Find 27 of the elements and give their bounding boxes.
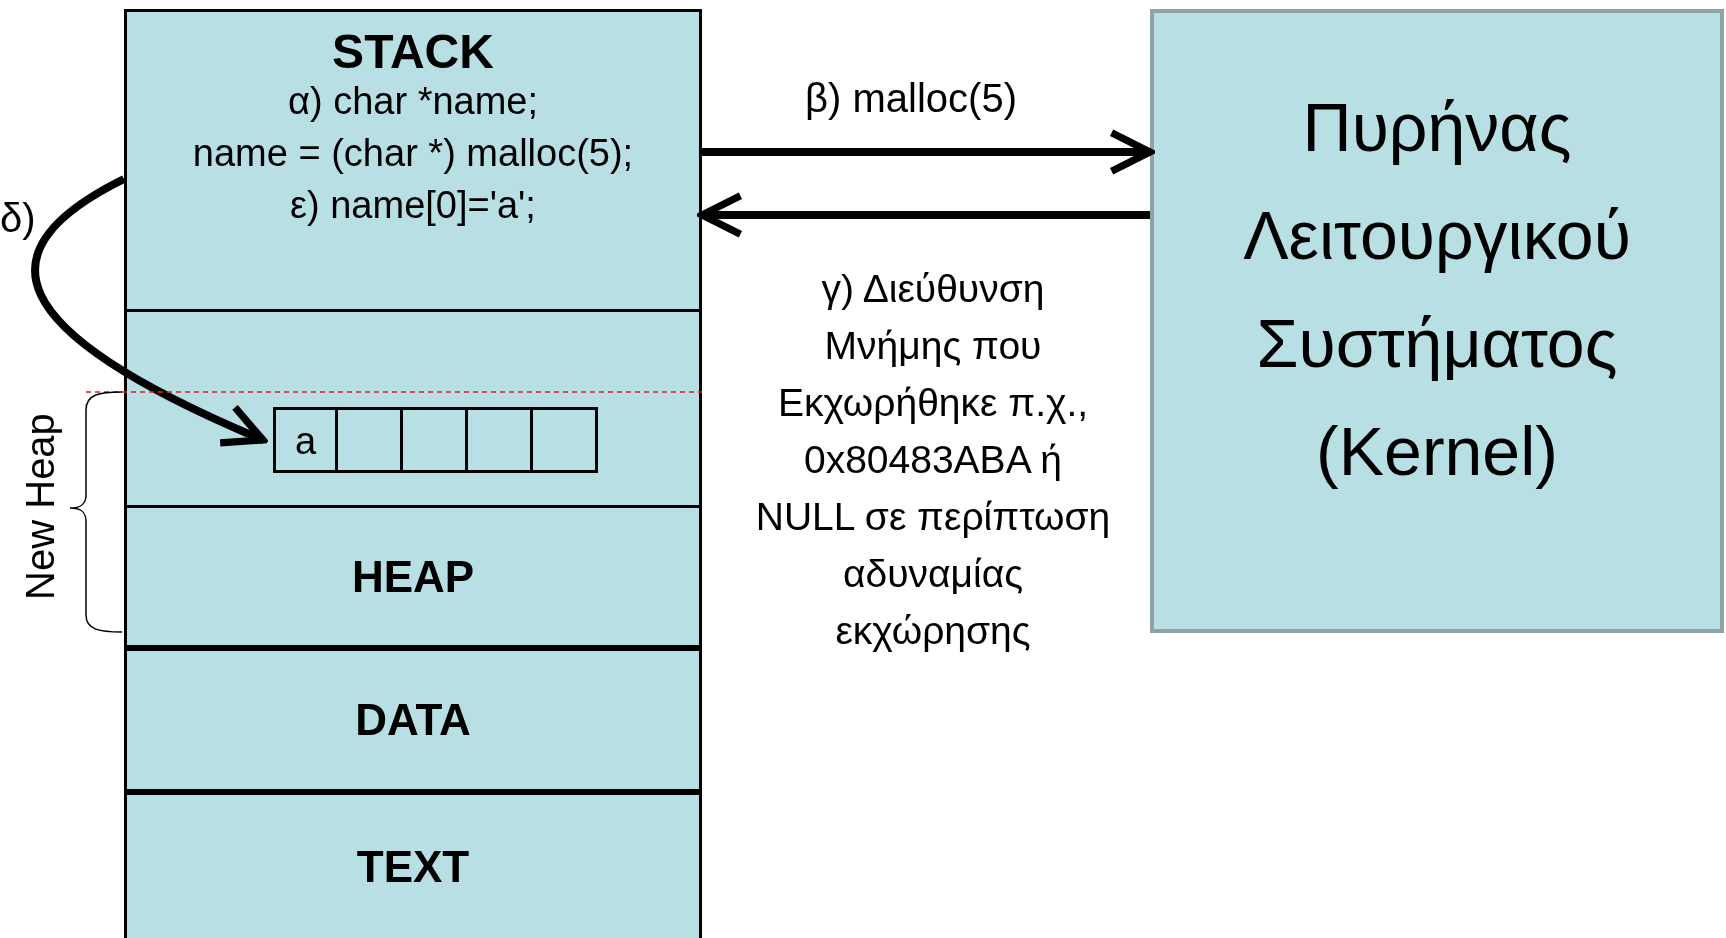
data-segment xyxy=(124,648,702,792)
kernel-title: Πυρήνας Λειτουργικού Συστήματος (Kernel) xyxy=(1242,88,1632,491)
segment-title: TEXT xyxy=(355,842,471,892)
edge-label: δ) xyxy=(0,195,37,242)
memory-cell xyxy=(338,407,403,473)
brace-label: New Heap xyxy=(17,412,63,602)
memory-cell xyxy=(273,407,338,473)
memory-cell xyxy=(403,407,468,473)
memory-cell xyxy=(533,407,598,473)
cell-value: a xyxy=(293,420,318,463)
heap-segment xyxy=(124,505,702,648)
segment-title: STACK xyxy=(331,24,495,79)
arrow xyxy=(702,129,1154,175)
memory-cell xyxy=(468,407,533,473)
stack-segment xyxy=(124,9,702,312)
segment-title: DATA xyxy=(354,695,472,745)
edge-label: γ) Διεύθυνση Μνήμης που Εκχωρήθηκε π.χ., 0x80483ABA ή NULL σε περίπτωση αδυναμίας εκχώρησης xyxy=(754,266,1112,654)
code-line: name = (char *) malloc(5); xyxy=(191,132,635,175)
edge-label: β) malloc(5) xyxy=(804,75,1018,122)
segment-title: HEAP xyxy=(350,551,476,602)
code-line: α) char *name; xyxy=(286,80,540,123)
code-line: ε) name[0]='a'; xyxy=(289,184,537,227)
text-segment xyxy=(124,792,702,938)
kernel-box xyxy=(1150,9,1724,633)
arrow xyxy=(698,192,1150,238)
arrow xyxy=(31,175,267,446)
free-memory-band xyxy=(124,312,702,505)
